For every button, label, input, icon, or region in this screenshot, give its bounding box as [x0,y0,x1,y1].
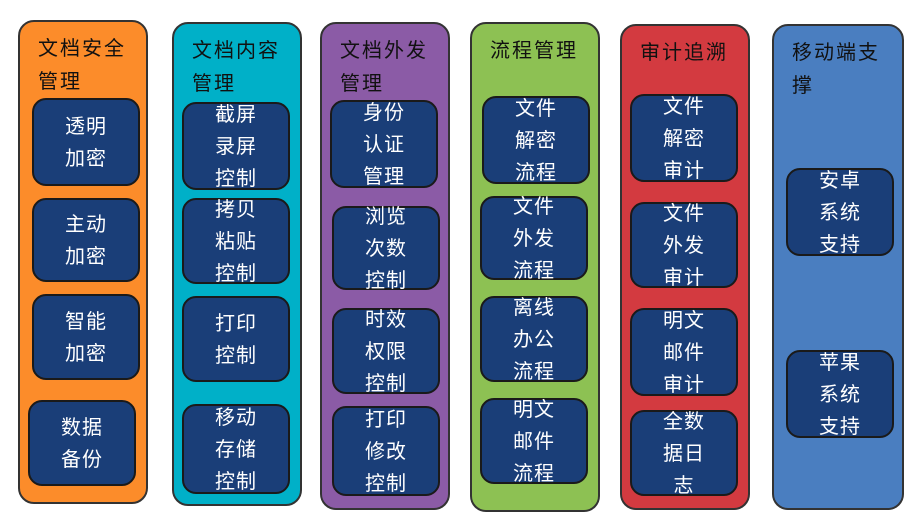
feature-box: 打印控制 [182,296,290,382]
category-title: 文档安全管理 [38,36,126,93]
feature-box: 全数据日志 [630,409,738,497]
feature-box: 文件解密流程 [482,96,590,184]
feature-box: 文件解密审计 [630,94,738,182]
feature-box: 透明加密 [32,98,140,186]
feature-box: 文件外发流程 [480,194,588,282]
feature-box: 拷贝粘贴控制 [182,197,290,285]
feature-box: 智能加密 [32,294,140,380]
category-title: 审计追溯 [640,40,728,64]
feature-box: 浏览次数控制 [332,204,440,292]
feature-box: 明文邮件流程 [480,397,588,485]
feature-box: 文件外发审计 [630,201,738,289]
feature-box: 数据备份 [28,400,136,486]
feature-box: 主动加密 [32,198,140,282]
feature-box: 时效权限控制 [332,307,440,395]
feature-box: 截屏录屏控制 [182,102,290,190]
feature-box: 身份认证管理 [330,100,438,188]
category-title: 文档内容管理 [192,38,280,95]
feature-box: 移动存储控制 [182,404,290,494]
feature-box: 安卓系统支持 [786,168,894,256]
category-title: 流程管理 [490,38,578,62]
category-title: 文档外发管理 [340,38,428,95]
feature-box: 离线办公流程 [480,295,588,383]
feature-box: 苹果系统支持 [786,350,894,438]
feature-box: 明文邮件审计 [630,308,738,396]
category-title: 移动端支撑 [792,40,880,97]
feature-box: 打印修改控制 [332,406,440,496]
